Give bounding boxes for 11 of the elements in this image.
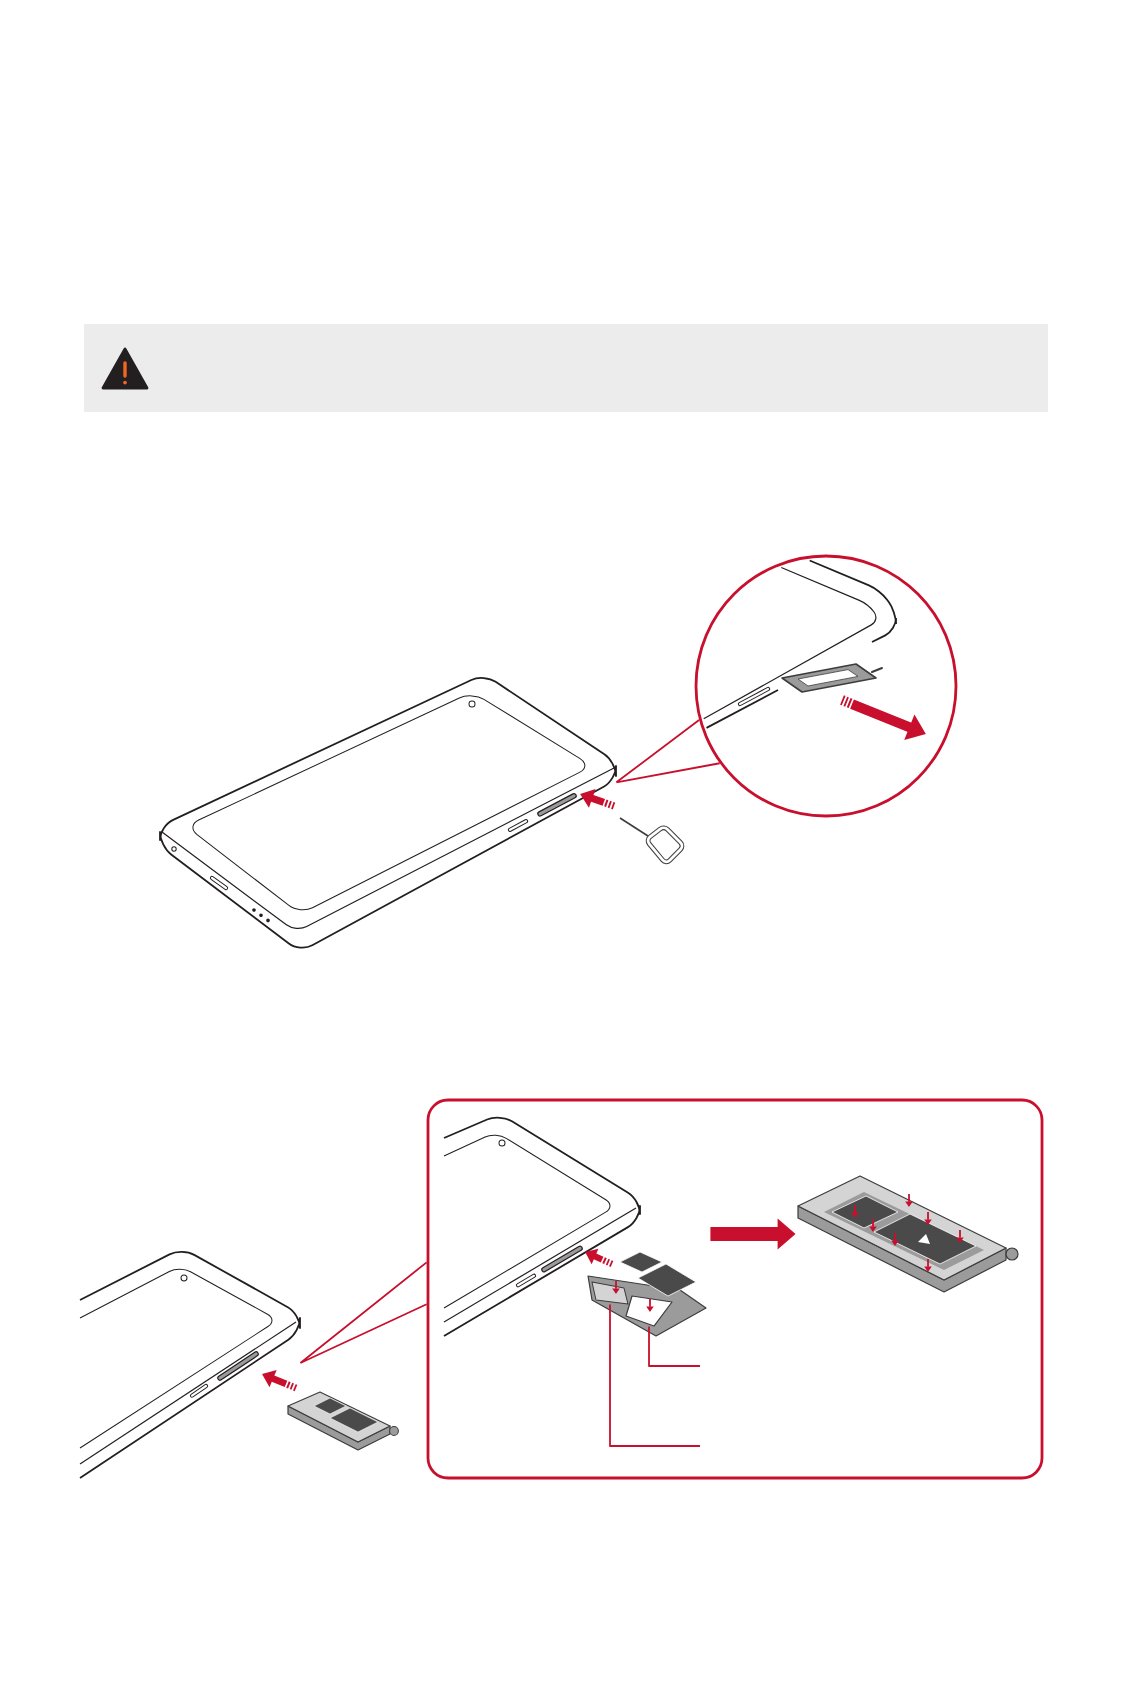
leader-line: [648, 1325, 701, 1367]
phone-drawing: [159, 677, 617, 949]
phone-drawing: [79, 1251, 301, 1479]
zoom-callout: [615, 719, 721, 784]
zoom-callout: [299, 1261, 428, 1364]
card-slot: [591, 1281, 629, 1305]
card-slot: [625, 1295, 673, 1327]
sim-tray: [797, 1175, 1019, 1293]
magnifier-circle: [694, 554, 958, 818]
leader-line: [609, 1303, 701, 1447]
detail-panel: [426, 1098, 1044, 1480]
